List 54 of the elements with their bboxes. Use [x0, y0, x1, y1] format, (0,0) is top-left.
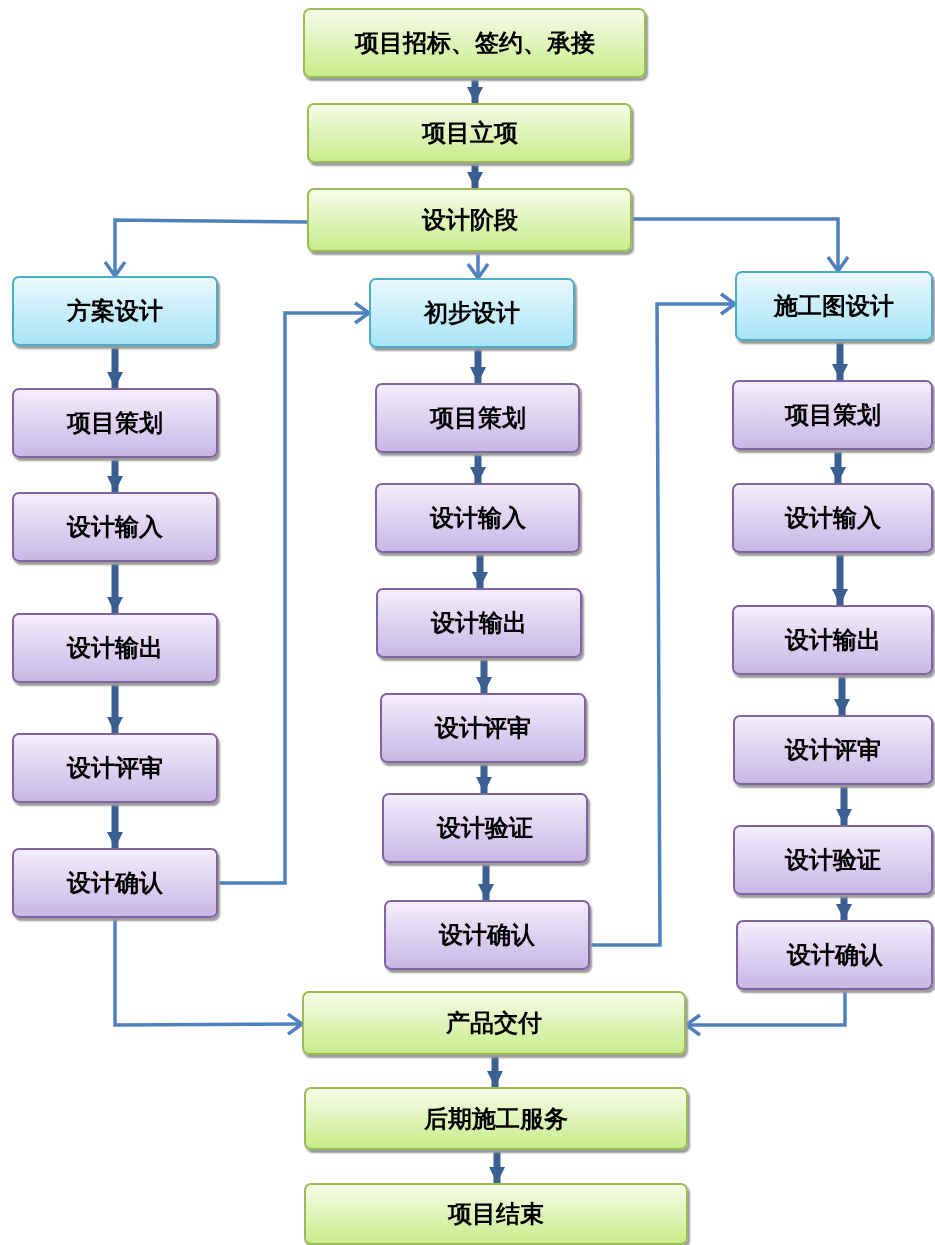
arrow: [832, 553, 848, 605]
arrow: [107, 562, 123, 613]
arrow: [103, 218, 307, 278]
process-box: 方案设计: [12, 276, 218, 346]
process-box: 设计输出: [12, 613, 218, 683]
process-box: 项目招标、签约、承接: [303, 8, 646, 78]
arrow: [478, 863, 494, 900]
arrow: [107, 803, 123, 848]
arrow: [487, 1055, 503, 1087]
process-box: 设计评审: [12, 733, 218, 803]
arrow: [467, 78, 483, 103]
arrow: [107, 346, 123, 388]
process-box: 设计确认: [736, 920, 933, 990]
process-box: 设计输入: [732, 483, 933, 553]
arrow: [476, 658, 492, 693]
arrow: [590, 292, 737, 947]
arrow: [632, 217, 850, 273]
process-box: 设计阶段: [307, 188, 632, 252]
process-box: 设计验证: [733, 825, 933, 895]
process-box: 设计确认: [384, 900, 590, 970]
process-box: 项目策划: [732, 380, 933, 450]
process-box: 设计输入: [12, 492, 218, 562]
arrow: [470, 348, 486, 383]
process-box: 设计输出: [732, 605, 933, 675]
arrow: [684, 990, 847, 1037]
arrow: [476, 763, 492, 793]
process-box: 项目策划: [12, 388, 218, 458]
arrow: [466, 252, 490, 280]
arrow: [830, 450, 846, 483]
arrow: [834, 675, 850, 715]
process-box: 后期施工服务: [304, 1087, 688, 1150]
process-box: 初步设计: [369, 278, 575, 348]
process-box: 项目立项: [307, 103, 632, 163]
arrow: [836, 895, 852, 920]
process-box: 施工图设计: [735, 271, 933, 341]
process-box: 产品交付: [302, 991, 686, 1055]
arrow: [218, 301, 371, 885]
process-box: 设计评审: [380, 693, 586, 763]
process-box: 设计确认: [12, 848, 218, 918]
arrow: [836, 785, 852, 825]
process-box: 设计验证: [382, 793, 588, 863]
process-box: 项目策划: [375, 383, 580, 453]
process-box: 设计评审: [733, 715, 933, 785]
arrow: [107, 683, 123, 733]
arrow: [470, 453, 486, 483]
arrow: [113, 918, 304, 1036]
arrow: [489, 1150, 505, 1183]
arrow: [832, 341, 848, 380]
process-box: 设计输入: [375, 483, 580, 553]
process-box: 项目结束: [304, 1183, 688, 1245]
process-box: 设计输出: [376, 588, 582, 658]
arrow: [472, 553, 488, 588]
arrow: [107, 458, 123, 492]
arrow: [467, 163, 483, 188]
